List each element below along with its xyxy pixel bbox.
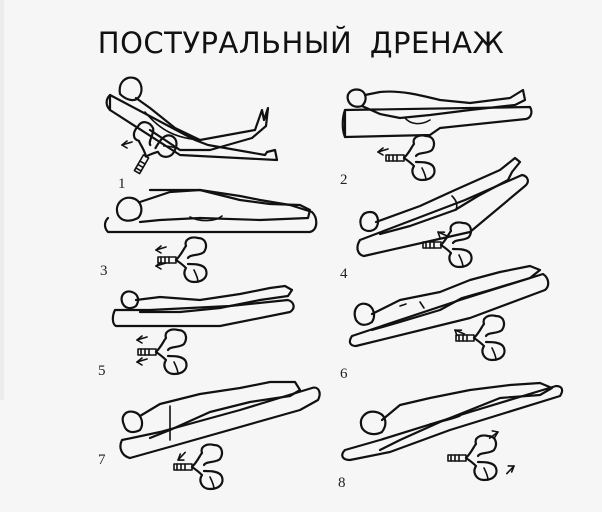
- position-4-figure: [356, 156, 529, 258]
- position-number-6: 6: [340, 366, 348, 382]
- position-number-8: 8: [338, 475, 346, 491]
- position-8-figure: [341, 381, 564, 462]
- page-title: ПОСТУРАЛЬНЫЙ ДРЕНАЖ: [97, 26, 505, 60]
- position-2-figure: [341, 88, 533, 139]
- position-5-figure: [111, 284, 295, 328]
- position-number-2: 2: [340, 172, 348, 188]
- left-edge-strip: [0, 0, 4, 400]
- position-1-figure: [105, 76, 279, 162]
- position-number-3: 3: [100, 263, 108, 279]
- position-number-7: 7: [98, 452, 106, 468]
- position-6-figure: [348, 264, 550, 348]
- position-3-figure: [103, 188, 318, 234]
- position-number-4: 4: [340, 266, 348, 282]
- position-number-5: 5: [98, 363, 106, 379]
- position-number-1: 1: [118, 176, 126, 192]
- position-7-figure: [119, 380, 321, 460]
